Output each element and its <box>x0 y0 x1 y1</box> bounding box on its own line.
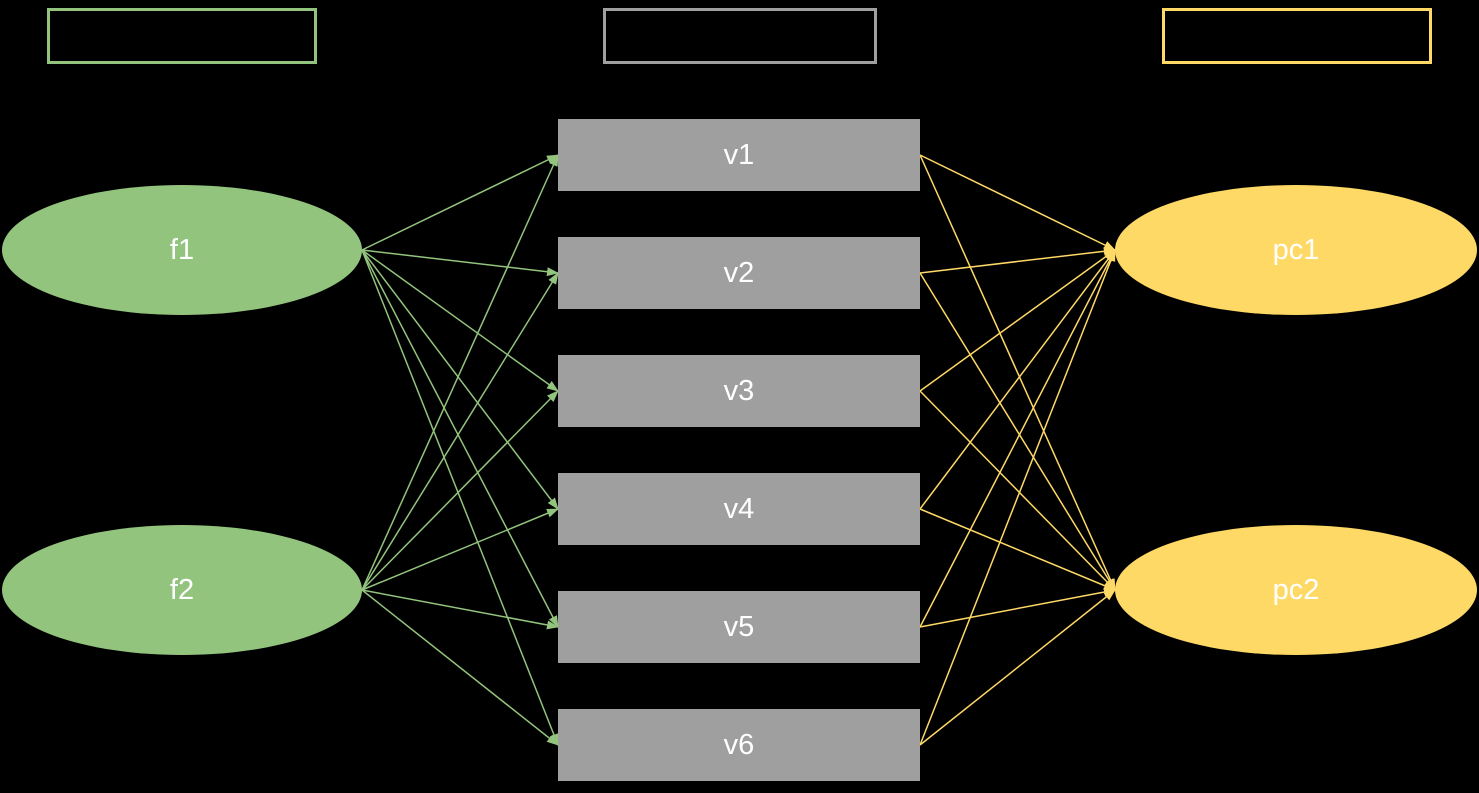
edge <box>361 249 559 392</box>
edge <box>919 589 1116 746</box>
edge <box>361 154 559 251</box>
variable-node-v3: v3 <box>558 355 920 427</box>
factor-f1-label: f1 <box>169 233 195 266</box>
edge <box>919 249 1116 510</box>
factor-node-f2: f2 <box>2 525 362 655</box>
edge <box>919 154 1116 251</box>
variable-node-v2: v2 <box>558 237 920 309</box>
edge <box>361 508 559 591</box>
edge <box>919 249 1116 392</box>
variable-node-v5: v5 <box>558 591 920 663</box>
edge <box>361 589 559 746</box>
edge <box>919 249 1116 746</box>
variable-v5-label: v5 <box>723 610 755 643</box>
component-node-pc1: pc1 <box>1115 185 1477 315</box>
factor-node-f1: f1 <box>2 185 362 315</box>
legend-component-box <box>1162 8 1432 64</box>
edge <box>919 246 1116 274</box>
variable-node-v6: v6 <box>558 709 920 781</box>
variable-v3-label: v3 <box>723 374 755 407</box>
edge <box>919 508 1116 591</box>
variable-v1-label: v1 <box>723 138 755 171</box>
edge <box>361 390 559 591</box>
edge <box>919 390 1116 591</box>
variable-node-v4: v4 <box>558 473 920 545</box>
component-pc2-label: pc2 <box>1272 573 1320 606</box>
edge <box>361 249 559 628</box>
edge <box>361 272 559 591</box>
factor-f2-label: f2 <box>169 573 195 606</box>
legend-variable-box <box>603 8 877 64</box>
edge <box>919 587 1116 628</box>
legend-factor-box <box>47 8 317 64</box>
edge <box>919 154 1116 591</box>
component-node-pc2: pc2 <box>1115 525 1477 655</box>
edge <box>361 154 559 591</box>
component-pc1-label: pc1 <box>1272 233 1320 266</box>
variable-v2-label: v2 <box>723 256 755 289</box>
edge <box>919 249 1116 628</box>
edge <box>361 249 559 746</box>
variable-v6-label: v6 <box>723 728 755 761</box>
edge <box>361 249 559 510</box>
variable-node-v1: v1 <box>558 119 920 191</box>
variable-v4-label: v4 <box>723 492 755 525</box>
edge <box>919 272 1116 591</box>
edge <box>361 249 559 277</box>
edge <box>361 589 559 630</box>
